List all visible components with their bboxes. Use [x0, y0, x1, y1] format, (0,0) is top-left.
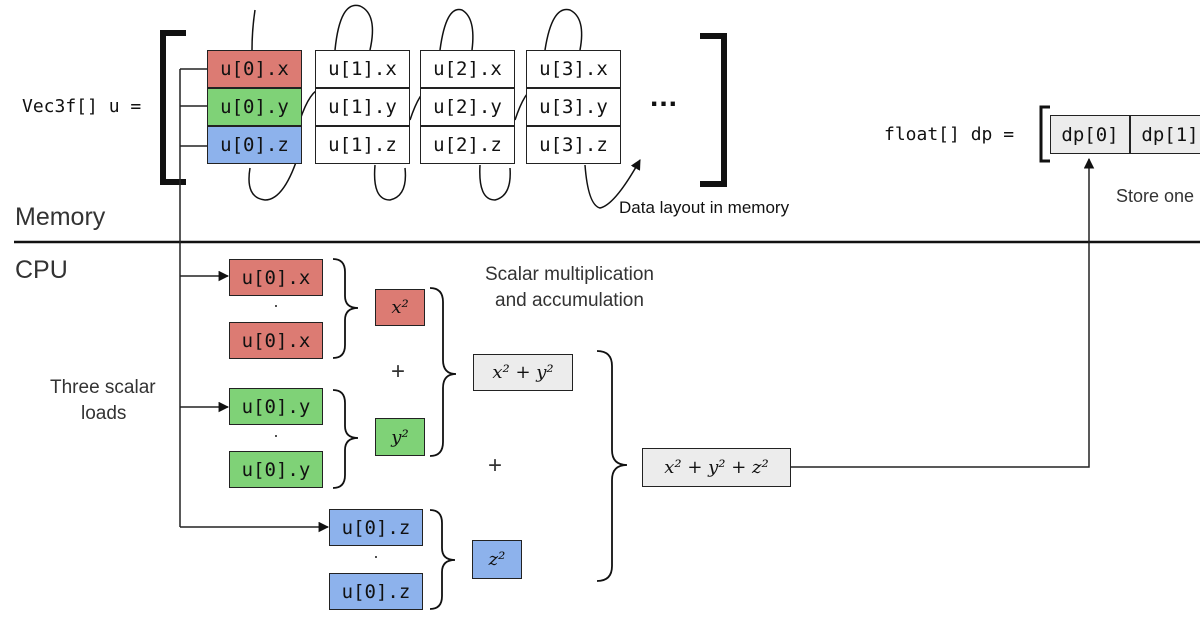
plus-xy: +	[391, 358, 406, 385]
x-squared-box: x²	[375, 289, 425, 326]
z-load-2-cell: u[0].z	[329, 573, 423, 610]
u2-x-cell: u[2].x	[420, 50, 515, 88]
u3-z-cell: u[3].z	[526, 126, 621, 164]
cpu-section-label: CPU	[15, 256, 68, 284]
u1-y-cell: u[1].y	[315, 88, 410, 126]
store-caption: Store one	[1116, 186, 1195, 206]
dp0-cell: dp[0]	[1050, 115, 1130, 154]
mult-caption-line1: Scalar multiplication	[485, 264, 654, 285]
dp-open-bracket	[1039, 105, 1050, 163]
plus-z: +	[488, 452, 503, 479]
y-load-2-cell: u[0].y	[229, 451, 323, 488]
y-mul-dot: ·	[273, 425, 279, 445]
sum-xyz-box: x² + y² + z²	[642, 448, 791, 487]
loads-caption-line2: loads	[81, 403, 127, 424]
loads-caption-line1: Three scalar	[50, 377, 156, 398]
u-close-bracket	[700, 33, 727, 187]
dp1-cell: dp[1]	[1130, 115, 1200, 154]
layout-caption: Data layout in memory	[619, 198, 790, 217]
u0-z-cell: u[0].z	[207, 126, 302, 164]
x-load-1-cell: u[0].x	[229, 259, 323, 296]
u3-x-cell: u[3].x	[526, 50, 621, 88]
x-mul-dot: ·	[273, 295, 279, 315]
x-load-2-cell: u[0].x	[229, 322, 323, 359]
mult-caption-line2: and accumulation	[495, 290, 644, 311]
y-load-1-cell: u[0].y	[229, 388, 323, 425]
u1-x-cell: u[1].x	[315, 50, 410, 88]
u0-x-cell: u[0].x	[207, 50, 302, 88]
u1-z-cell: u[1].z	[315, 126, 410, 164]
u2-z-cell: u[2].z	[420, 126, 515, 164]
u-fork	[180, 68, 207, 147]
sum-xy-box: x² + y²	[473, 354, 573, 391]
u0-y-cell: u[0].y	[207, 88, 302, 126]
z-mul-dot: ·	[373, 546, 379, 566]
memory-section-label: Memory	[15, 203, 106, 231]
curly-brackets	[332, 258, 628, 610]
u-declaration: Vec3f[] u =	[22, 96, 142, 117]
u3-y-cell: u[3].y	[526, 88, 621, 126]
ellipsis: ...	[650, 80, 679, 113]
z-squared-box: z²	[472, 540, 522, 579]
dp-declaration: float[] dp =	[884, 124, 1015, 145]
u2-y-cell: u[2].y	[420, 88, 515, 126]
store-arrow	[791, 157, 1095, 468]
y-squared-box: y²	[375, 418, 425, 456]
z-load-1-cell: u[0].z	[329, 509, 423, 546]
u-open-bracket	[160, 30, 186, 185]
